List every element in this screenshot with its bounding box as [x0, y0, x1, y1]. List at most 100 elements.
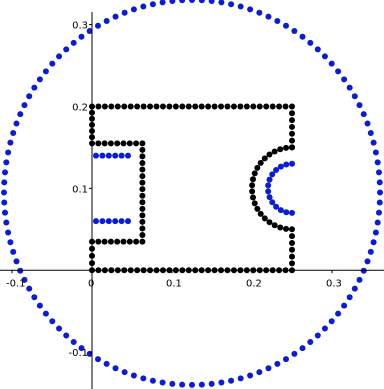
- data-point-238: [271, 148, 278, 155]
- data-point-264: [265, 188, 272, 195]
- data-point-86: [149, 377, 156, 384]
- data-point-82: [112, 365, 119, 372]
- data-point-225: [126, 238, 133, 245]
- data-point-177: [198, 103, 205, 110]
- data-point-262: [266, 176, 273, 183]
- data-point-217: [139, 199, 146, 206]
- data-point-80: [95, 356, 101, 363]
- data-point-109: [346, 294, 353, 301]
- data-point-37: [121, 9, 128, 16]
- data-point-175: [211, 103, 218, 110]
- data-point-251: [261, 215, 268, 222]
- data-point-108: [341, 302, 348, 309]
- x-tick-label-0: -0.1: [6, 278, 26, 289]
- data-point-33: [159, 0, 166, 6]
- data-point-48: [36, 76, 43, 83]
- data-point-246: [249, 188, 256, 195]
- data-point-250: [257, 210, 264, 217]
- data-point-42: [78, 33, 85, 40]
- data-point-100: [283, 356, 289, 363]
- data-point-43: [70, 39, 77, 46]
- data-point-159: [289, 130, 295, 137]
- data-point-227: [114, 238, 121, 245]
- data-point-50: [26, 93, 33, 100]
- data-point-186: [140, 103, 147, 110]
- data-point-258: [283, 161, 290, 168]
- data-point-32: [169, 0, 176, 5]
- data-point-203: [107, 140, 114, 147]
- data-point-102: [299, 345, 306, 352]
- data-point-38: [112, 13, 119, 20]
- data-point-161: [289, 117, 295, 124]
- data-point-60: [1, 189, 7, 196]
- data-point-61: [1, 199, 8, 206]
- data-point-244: [250, 176, 256, 183]
- data-point-2: [375, 169, 382, 176]
- data-point-70: [26, 285, 33, 292]
- data-point-189: [121, 103, 128, 110]
- data-point-26: [228, 1, 235, 8]
- data-point-281: [118, 218, 125, 225]
- data-point-45: [56, 53, 63, 60]
- data-point-73: [42, 310, 49, 317]
- data-point-179: [185, 103, 192, 110]
- data-point-280: [112, 218, 119, 225]
- data-point-259: [277, 163, 284, 170]
- data-point-36: [130, 6, 137, 13]
- data-point-21: [274, 17, 281, 24]
- data-point-172: [230, 103, 237, 110]
- data-point-15: [321, 53, 328, 60]
- data-point-8: [360, 111, 367, 118]
- y-tick-label-2: 0.2: [72, 102, 88, 113]
- data-point-219: [139, 212, 146, 219]
- data-point-7: [364, 120, 371, 127]
- data-point-54: [10, 129, 17, 136]
- data-point-274: [112, 152, 119, 159]
- data-point-155: [289, 239, 295, 246]
- data-point-29: [198, 0, 205, 4]
- data-point-171: [237, 103, 244, 110]
- data-point-224: [133, 238, 140, 245]
- data-point-228: [107, 238, 114, 245]
- data-point-182: [166, 103, 173, 110]
- data-point-39: [103, 17, 110, 24]
- data-point-226: [120, 238, 127, 245]
- data-point-236: [283, 144, 290, 151]
- data-point-212: [139, 166, 146, 173]
- data-point-170: [243, 103, 250, 110]
- data-point-49: [31, 84, 38, 91]
- data-point-242: [254, 164, 261, 171]
- data-point-282: [125, 218, 131, 225]
- data-point-216: [139, 192, 146, 199]
- data-point-253: [271, 222, 278, 229]
- data-point-1: [376, 179, 383, 186]
- data-point-256: [289, 226, 295, 233]
- data-point-103: [307, 339, 314, 346]
- data-point-62: [2, 209, 9, 216]
- data-point-5: [370, 139, 377, 146]
- data-point-160: [289, 123, 295, 130]
- data-point-275: [118, 152, 125, 159]
- data-point-261: [269, 171, 276, 178]
- data-point-204: [114, 140, 121, 147]
- data-point-270: [289, 209, 295, 216]
- x-tick-label-1: 0: [88, 278, 94, 289]
- data-point-153: [289, 253, 295, 260]
- data-point-85: [140, 375, 147, 382]
- data-point-81: [103, 360, 110, 367]
- data-point-99: [274, 360, 281, 367]
- data-point-191: [108, 103, 115, 110]
- data-point-266: [269, 199, 276, 206]
- data-point-185: [147, 103, 154, 110]
- data-point-249: [254, 205, 261, 212]
- data-point-35: [140, 3, 147, 10]
- data-point-213: [139, 173, 146, 180]
- data-point-67: [13, 258, 20, 265]
- data-point-208: [139, 140, 146, 147]
- data-point-276: [125, 152, 131, 159]
- data-point-92: [208, 380, 215, 387]
- data-point-279: [105, 218, 112, 225]
- data-point-115: [370, 239, 377, 246]
